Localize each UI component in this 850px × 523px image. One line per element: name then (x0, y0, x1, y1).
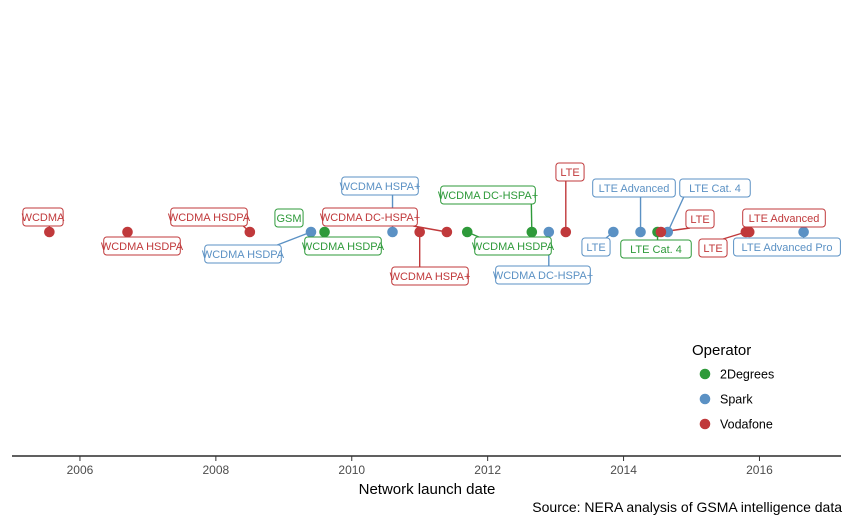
vodafone-point-4 (441, 226, 453, 238)
spark-point-4 (635, 226, 646, 238)
vodafone-point-3 (414, 226, 426, 238)
spark-label-5-box (679, 178, 751, 198)
vodafone-label-4-box (322, 207, 418, 227)
x-axis-ticks: 2006 2008 2010 2012 2014 2016 (67, 456, 773, 477)
spark-point-0 (305, 226, 317, 238)
spark-point-3 (608, 226, 619, 238)
legend-swatch-vodafone (699, 418, 711, 430)
legend-swatch-2degrees (699, 368, 711, 380)
spark-point-2 (543, 226, 555, 238)
chart-caption: Source: NERA analysis of GSMA intelligen… (532, 499, 842, 515)
spark-label-6-box (733, 237, 841, 257)
vodafone-label-6: LTE (690, 214, 709, 226)
2degrees-label-2-box (440, 185, 536, 205)
x-tick-label-1: 2008 (203, 463, 230, 477)
vodafone-label-1-box (103, 236, 181, 256)
2degrees-label-3-box (620, 239, 692, 259)
legend-swatch-spark (699, 393, 711, 405)
x-tick-label-4: 2014 (610, 463, 637, 477)
vodafone-point-1 (122, 226, 133, 238)
2degrees-point-0 (319, 226, 330, 238)
vodafone-point-8 (743, 226, 755, 238)
vodafone-point-6 (655, 226, 667, 238)
spark-label-3-box (581, 237, 611, 257)
spark-label-2: WCDMA DC-HSPA+ (493, 270, 593, 282)
vodafone-label-7: LTE (703, 243, 722, 255)
spark-label-2-box (495, 265, 591, 285)
spark-label-6: LTE Advanced Pro (742, 242, 833, 254)
spark-point-1 (387, 226, 398, 238)
2degrees-point-1 (461, 226, 473, 238)
spark-label-4-box (592, 178, 676, 198)
spark-connector-0 (277, 231, 312, 246)
x-tick-label-5: 2016 (746, 463, 773, 477)
spark-label-1-box (341, 176, 419, 196)
vodafone-label-2: WCDMA HSDPA (168, 212, 251, 224)
legend-label-2degrees: 2Degrees (720, 368, 774, 382)
spark-label-4: LTE Advanced (599, 183, 670, 195)
legend-title: Operator (692, 342, 751, 359)
vodafone-label-3-box (391, 266, 469, 286)
spark-point-6 (798, 226, 809, 238)
2degrees-label-1-box (474, 236, 552, 256)
vodafone-point-5 (560, 226, 572, 238)
vodafone-label-6-box (685, 209, 715, 229)
2degrees-label-0: WCDMA HSDPA (302, 241, 385, 253)
x-tick-label-2: 2010 (338, 463, 365, 477)
vodafone-label-0-box (22, 207, 64, 227)
x-tick-label-0: 2006 (67, 463, 94, 477)
vodafone-label-7-box (698, 238, 728, 258)
2degrees-label-1: WCDMA HSDPA (472, 241, 555, 253)
spark-label-1: WCDMA HSPA+ (340, 181, 421, 193)
spark-label-3: LTE (586, 242, 605, 254)
spark-label-0-box (204, 244, 282, 264)
2degrees-label-3: LTE Cat. 4 (630, 244, 682, 256)
spark-label-0: WCDMA HSDPA (202, 249, 285, 261)
vodafone-point-0 (44, 226, 55, 238)
point-labels: WCDMA HSDPA WCDMA HSDPA WCDMA DC-HSPA+ LTE … (22, 162, 841, 286)
legend-label-spark: Spark (720, 393, 753, 407)
2degrees-label-2: WCDMA DC-HSPA+ (438, 190, 538, 202)
data-points (44, 226, 809, 238)
x-tick-label-3: 2012 (474, 463, 501, 477)
vodafone-point-2 (244, 226, 256, 238)
vodafone-label-2-box (170, 207, 248, 227)
vodafone-label-4: WCDMA DC-HSPA+ (320, 212, 420, 224)
2degrees-label-0-box (304, 236, 382, 256)
vodafone-label-3: WCDMA HSPA+ (390, 271, 471, 283)
vodafone-label-8: LTE Advanced (749, 213, 820, 225)
vodafone-label-1: WCDMA HSDPA (101, 241, 184, 253)
2degrees-extra-label-0: GSM (276, 213, 301, 225)
vodafone-label-5-box (555, 162, 585, 182)
2degrees-point-2 (526, 226, 538, 238)
spark-connector-5 (667, 196, 685, 233)
vodafone-label-5: LTE (560, 167, 579, 179)
vodafone-label-0: WCDMA (22, 212, 65, 224)
legend-label-vodafone: Vodafone (720, 418, 773, 432)
2degrees-extra-label-0-box (274, 208, 304, 228)
vodafone-label-8-box (742, 208, 826, 228)
x-axis-label: Network launch date (359, 481, 496, 498)
spark-label-5: LTE Cat. 4 (689, 183, 741, 195)
